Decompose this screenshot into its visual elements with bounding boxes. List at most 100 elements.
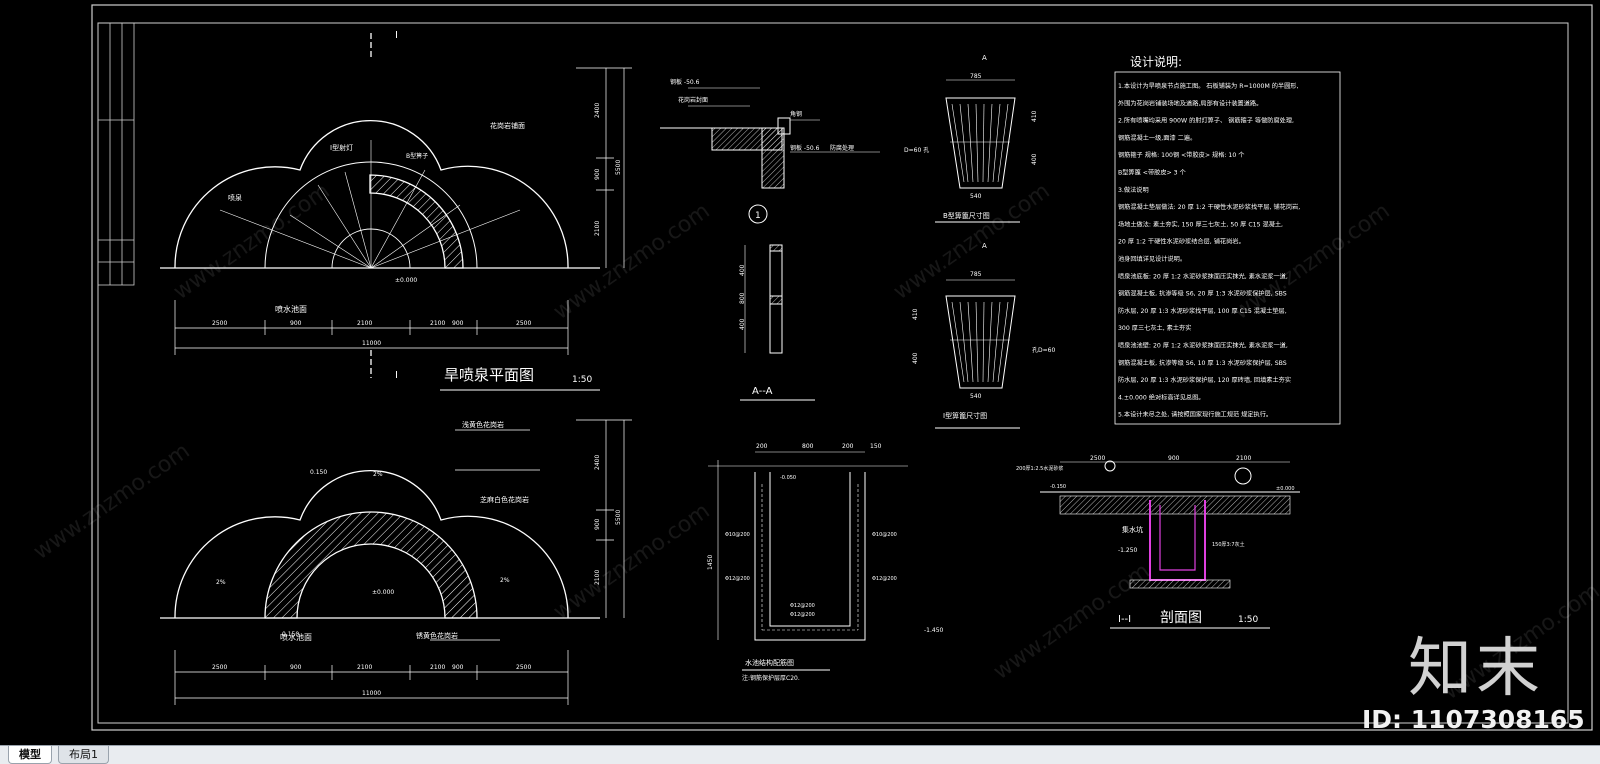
design-note-line: 喷泉池池壁: 20 厚 1:2 水泥砂浆抹面压实抹光, 素水泥浆一道, <box>1118 342 1288 350</box>
plan-dim-3: 2100 <box>357 320 372 327</box>
plan2-stone-b: 芝麻白色花岗岩 <box>480 495 529 504</box>
detail1-label-a: 钢板 -50.6 <box>670 78 700 86</box>
section-aa-dim-2: 800 <box>739 292 746 304</box>
grate-a-hole: 孔D=60 <box>1032 346 1055 354</box>
design-note-line: 池身回填详见设计说明。 <box>1118 255 1186 263</box>
plan-label-fountain: 喷泉 <box>228 193 242 202</box>
plan-dim-right-total: 5500 <box>615 160 622 175</box>
design-note-line: 钢筋混凝土板, 抗渗等级 S6, 20 厚 1:3 水泥砂浆保护层, SBS <box>1118 290 1287 298</box>
grate-b-marker: A <box>982 54 987 62</box>
design-notes-frame <box>1114 71 1341 425</box>
plan-title: 旱喷泉平面图 <box>444 366 534 384</box>
design-note-line: 1.本设计为旱喷泉节点施工图。 石板铺装为 R=1000M 的半圆形, <box>1118 82 1298 90</box>
plan2-dim-1: 2500 <box>212 664 227 671</box>
section-ii-dim-3: 2100 <box>1236 455 1251 462</box>
plan2-slope-a: 2% <box>216 579 226 586</box>
design-note-line: 钢筋混凝土垫层做法: 20 厚 1:2 干硬性水泥砂浆找平层, 铺花岗岩, <box>1118 203 1300 211</box>
design-note-line: 钢筋箍子 规格: 100钢 <带胶皮> 规格: 10 个 <box>1118 151 1244 159</box>
design-note-line: 钢筋混凝土板, 抗渗等级 S6, 10 厚 1:3 水泥砂浆保护层, SBS <box>1118 359 1287 367</box>
inner-frame <box>97 22 1569 724</box>
design-note-line: 4.±0.000 绝对标高详见总图。 <box>1118 393 1204 401</box>
watermark-site-text: www.znzmo.com <box>1229 199 1394 325</box>
fountain-plan-2 <box>160 419 632 705</box>
tank-rebar-1: Φ10@200 <box>725 532 750 538</box>
detail1-label-e: 防腐处理 <box>830 144 854 152</box>
design-note-line: 300 厚三七灰土, 素土夯实 <box>1118 324 1191 332</box>
detail1-label-d: 钢板 -50.6 <box>790 144 820 152</box>
tab-layout1[interactable]: 布局1 <box>58 746 109 764</box>
grate-b-height-1: 410 <box>1031 110 1038 122</box>
section-ii-pipe: 150厚3:7灰土 <box>1212 541 1245 548</box>
plan2-elev-c: 0.150 <box>282 631 299 638</box>
plan2-elev-a: 0.150 <box>310 469 327 476</box>
title-block-strip <box>97 22 135 286</box>
section-ii-title: I--I <box>1118 614 1131 625</box>
grate-a-width-top: 785 <box>970 271 982 278</box>
grate-b-hole: D=60 孔 <box>904 146 929 154</box>
plan-dim-right-2: 900 <box>594 168 601 180</box>
cad-drawing: I I 喷泉 花岗岩铺面 Ⅰ型射灯 B型箅子 ±0.000 喷水池面 2500 … <box>29 4 1600 731</box>
layout-tab-bar: 模型 布局1 <box>0 745 1600 764</box>
plan2-dim-6: 2500 <box>516 664 531 671</box>
section-ii-title2: 剖面图 <box>1160 610 1202 626</box>
detail1-label-c: 角钢 <box>790 110 802 118</box>
design-notes-lines: 1.本设计为旱喷泉节点施工图。 石板铺装为 R=1000M 的半圆形,外围为花岗… <box>1118 82 1300 419</box>
tank-dim-2: 800 <box>802 443 814 450</box>
plan2-pool-label: 喷水池面 <box>280 632 312 642</box>
section-ii-elev2: ±0.000 <box>1276 486 1295 492</box>
grate-a-width-bottom: 540 <box>970 393 982 400</box>
plan-scale: 1:50 <box>572 375 592 385</box>
plan-label-elevation: ±0.000 <box>395 277 417 284</box>
detail1-label-b: 花岗岩封面 <box>678 96 708 104</box>
plan2-stone-c: 锈黄色花岗岩 <box>416 631 458 640</box>
grate-a-title: I型箅篦尺寸图 <box>943 411 987 420</box>
design-note-line: 钢筋混凝土一级,面漆 二遍。 <box>1118 134 1196 142</box>
design-note-line: B型箅篦 <带胶皮> 3 个 <box>1118 169 1186 177</box>
detail-1 <box>660 87 880 224</box>
tank-dim-3: 200 <box>842 443 854 450</box>
section-ii-scale: 1:50 <box>1238 615 1258 625</box>
plan2-slope-b: 2% <box>373 471 383 478</box>
fountain-plan-1 <box>160 33 632 391</box>
plan-label-light: Ⅰ型射灯 <box>330 143 353 152</box>
design-note-line: 防水层, 20 厚 1:3 水泥砂浆找平层, 100 厚 C15 混凝土垫层, <box>1118 307 1287 315</box>
design-note-line: 防水层, 20 厚 1:3 水泥砂浆保护层, 120 厚砖墙, 回填素土夯实 <box>1118 376 1291 384</box>
section-ii-dim-1: 2500 <box>1090 455 1105 462</box>
plan-dim-6: 2500 <box>516 320 531 327</box>
section-ii-sump: 集水坑 <box>1122 525 1143 534</box>
plan2-dim-4: 2100 <box>430 664 445 671</box>
grate-a-height-2: 400 <box>912 352 919 364</box>
section-i-i <box>1040 460 1300 629</box>
watermark-logo: 知末 <box>1408 632 1544 706</box>
detail1-marker: 1 <box>755 211 761 221</box>
grate-a-height-1: 410 <box>912 308 919 320</box>
plan-label-grate: B型箅子 <box>406 152 428 160</box>
grate-a <box>935 279 1020 429</box>
section-a-a <box>740 244 815 401</box>
tank-height: 1450 <box>707 555 714 570</box>
design-note-line: 2.所有喷嘴均采用 900W 的射灯箅子、 钢筋箍子 等做防腐处理, <box>1118 117 1294 125</box>
grate-b-width-bottom: 540 <box>970 193 982 200</box>
watermark-site-text: www.znzmo.com <box>169 179 334 305</box>
plan-label-pool: 喷水池面 <box>275 304 307 314</box>
cad-model-space[interactable]: I I 喷泉 花岗岩铺面 Ⅰ型射灯 B型箅子 ±0.000 喷水池面 2500 … <box>0 0 1600 745</box>
tank-structure <box>708 451 908 671</box>
plan2-dim-2: 900 <box>290 664 302 671</box>
plan2-dim-right-3: 2100 <box>594 570 601 585</box>
tank-rebar-5: Φ12@200 <box>790 603 815 609</box>
section-ii-elev: -1.250 <box>1118 547 1138 554</box>
design-note-line: 喷泉池底板: 20 厚 1:2 水泥砂浆抹面压实抹光, 素水泥浆一道, <box>1118 272 1288 280</box>
section-ii-detail: 200厚1:2.5水泥砂浆 <box>1016 465 1063 472</box>
plan-dim-5: 900 <box>452 320 464 327</box>
plan2-dim-right-1: 2400 <box>594 455 601 470</box>
tank-title: 水池结构配筋图 <box>745 658 794 667</box>
tank-elev-bottom: -1.450 <box>924 627 944 634</box>
tab-model[interactable]: 模型 <box>8 746 52 764</box>
section-aa-dim-3: 400 <box>739 318 746 330</box>
grate-b-title: B型箅篦尺寸图 <box>943 211 990 220</box>
tank-note: 注:钢筋保护层厚C20. <box>742 674 800 682</box>
plan-label-stone: 花岗岩铺面 <box>490 121 525 130</box>
grate-b-height-2: 400 <box>1031 153 1038 165</box>
design-note-line: 20 厚 1:2 干硬性水泥砂浆结合层, 铺花岗岩。 <box>1118 238 1245 246</box>
tank-rebar-2: Φ12@200 <box>725 576 750 582</box>
